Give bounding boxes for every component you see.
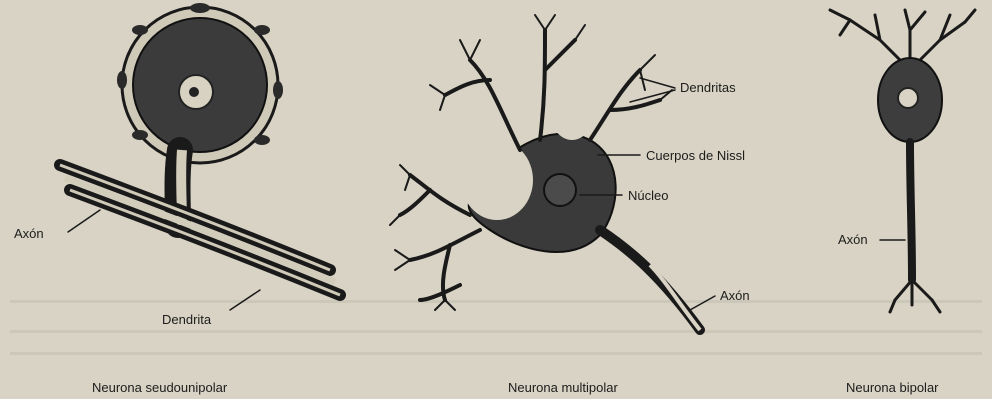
- pseudounipolar-caption: Neurona seudounipolar: [92, 380, 227, 395]
- multipolar-caption: Neurona multipolar: [508, 380, 618, 395]
- bipolar-axon-label: Axón: [838, 232, 868, 247]
- multipolar-nucleus-label: Núcleo: [628, 188, 668, 203]
- multipolar-neuron: [390, 15, 715, 330]
- bipolar-neuron: [830, 10, 975, 312]
- pseudounipolar-axon-label: Axón: [14, 226, 44, 241]
- pseudounipolar-dendrite-label: Dendrita: [162, 312, 211, 327]
- bleed-through-texture: [10, 300, 982, 355]
- multipolar-axon-label: Axón: [720, 288, 750, 303]
- pseudounipolar-neuron: [60, 3, 340, 310]
- bipolar-caption: Neurona bipolar: [846, 380, 939, 395]
- multipolar-nissl-label: Cuerpos de Nissl: [646, 148, 745, 163]
- multipolar-dendrites-label: Dendritas: [680, 80, 736, 95]
- bipolar-axon-terminals: [890, 280, 940, 312]
